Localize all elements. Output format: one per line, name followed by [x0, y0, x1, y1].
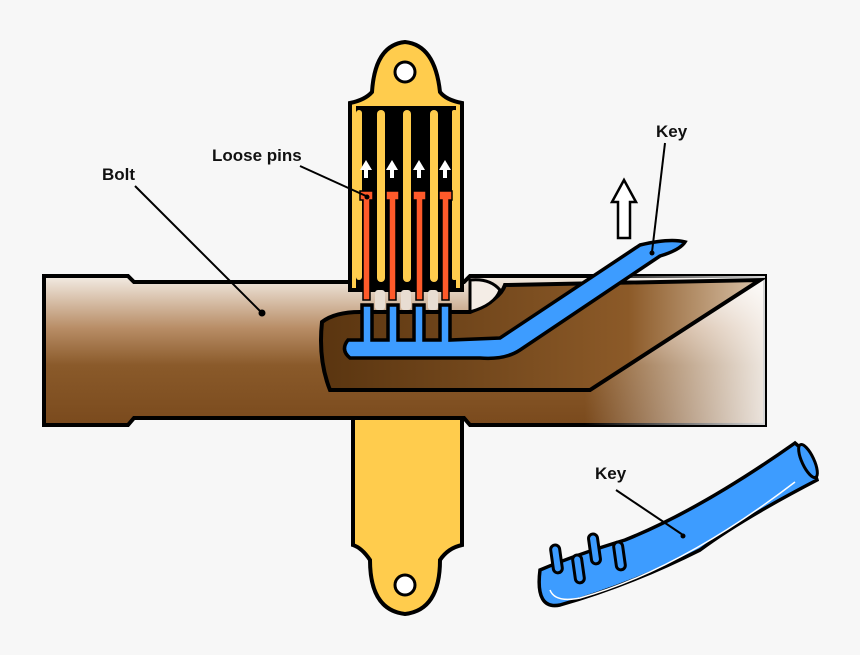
label-key-inserted: Key	[656, 122, 688, 141]
key-separate	[537, 440, 820, 608]
label-bolt: Bolt	[102, 165, 135, 184]
mount-hole-top	[393, 60, 417, 84]
mount-hole-bottom	[393, 573, 417, 597]
key-inserted	[342, 238, 688, 361]
label-key-separate: Key	[595, 464, 627, 483]
springs	[356, 110, 457, 282]
up-arrow-icon	[609, 177, 639, 240]
lock-housing-bottom	[351, 416, 464, 617]
label-loose-pins: Loose pins	[212, 146, 302, 165]
leader-lines	[134, 142, 684, 536]
loose-pins	[359, 160, 453, 310]
up-arrow-icon	[360, 160, 451, 178]
lock-housing-top	[348, 39, 502, 314]
